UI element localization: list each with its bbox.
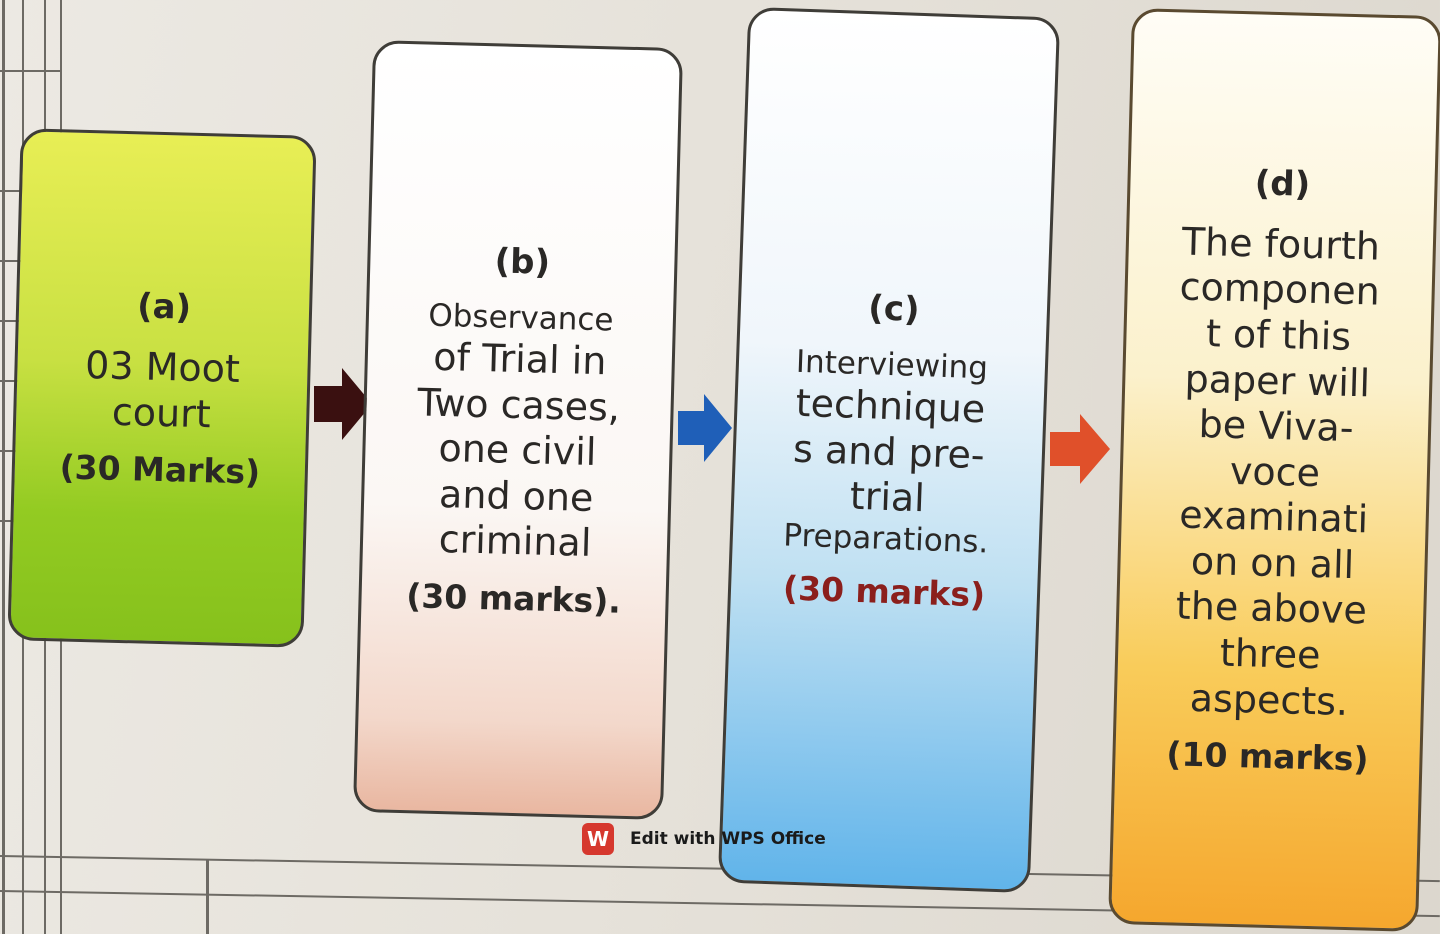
box-d-line: t of this xyxy=(1205,311,1352,359)
box-b-line: Observance xyxy=(427,297,614,339)
box-b-line: and one xyxy=(438,471,594,520)
box-d-label: (d) xyxy=(1254,163,1311,205)
box-d-line: three xyxy=(1219,630,1322,678)
box-d-line: examinati xyxy=(1178,492,1369,542)
box-b-line: criminal xyxy=(438,517,592,566)
box-b-line: one civil xyxy=(437,426,597,475)
box-c-line: trial xyxy=(849,473,926,521)
box-b-label: (b) xyxy=(494,241,551,283)
box-d-line: voce xyxy=(1229,448,1321,495)
box-a-line: 03 Moot xyxy=(84,342,241,391)
box-c-line: s and pre- xyxy=(792,426,986,478)
box-a-marks: (30 Marks) xyxy=(59,447,261,492)
box-d-line: aspects. xyxy=(1189,675,1349,724)
box-b-marks: (30 marks). xyxy=(405,576,622,621)
box-c-label: (c) xyxy=(867,288,921,330)
grid-line xyxy=(2,0,5,934)
grid-line xyxy=(0,70,60,72)
arrow-right-icon xyxy=(678,394,732,462)
box-b-line: of Trial in xyxy=(432,334,607,384)
wps-watermark[interactable]: W Edit with WPS Office xyxy=(582,823,826,855)
box-d-line: on on all xyxy=(1190,538,1355,587)
box-a-label: (a) xyxy=(136,286,192,328)
component-box-a: (a) 03 Moot court (30 Marks) xyxy=(7,128,317,648)
wps-watermark-text: Edit with WPS Office xyxy=(630,829,826,849)
component-box-c: (c) Interviewing technique s and pre- tr… xyxy=(717,6,1061,894)
box-b-line: Two cases, xyxy=(416,380,621,430)
arrow-right-icon xyxy=(314,368,372,440)
box-c-line: Preparations. xyxy=(782,517,990,561)
arrow-right-icon xyxy=(1050,414,1110,484)
box-d-line: The fourth xyxy=(1181,219,1381,269)
component-box-b: (b) Observance of Trial in Two cases, on… xyxy=(352,40,684,820)
wps-logo-icon: W xyxy=(582,823,614,855)
box-d-line: componen xyxy=(1179,264,1381,315)
box-c-line: technique xyxy=(795,380,986,432)
box-d-line: the above xyxy=(1175,583,1368,633)
grid-line xyxy=(206,860,209,934)
box-c-marks: (30 marks) xyxy=(782,568,986,615)
box-d-marks: (10 marks) xyxy=(1165,734,1370,779)
component-box-d: (d) The fourth componen t of this paper … xyxy=(1108,8,1440,932)
box-d-line: be Viva- xyxy=(1198,402,1355,451)
box-a-line: court xyxy=(111,389,212,436)
box-d-line: paper will xyxy=(1184,356,1371,405)
